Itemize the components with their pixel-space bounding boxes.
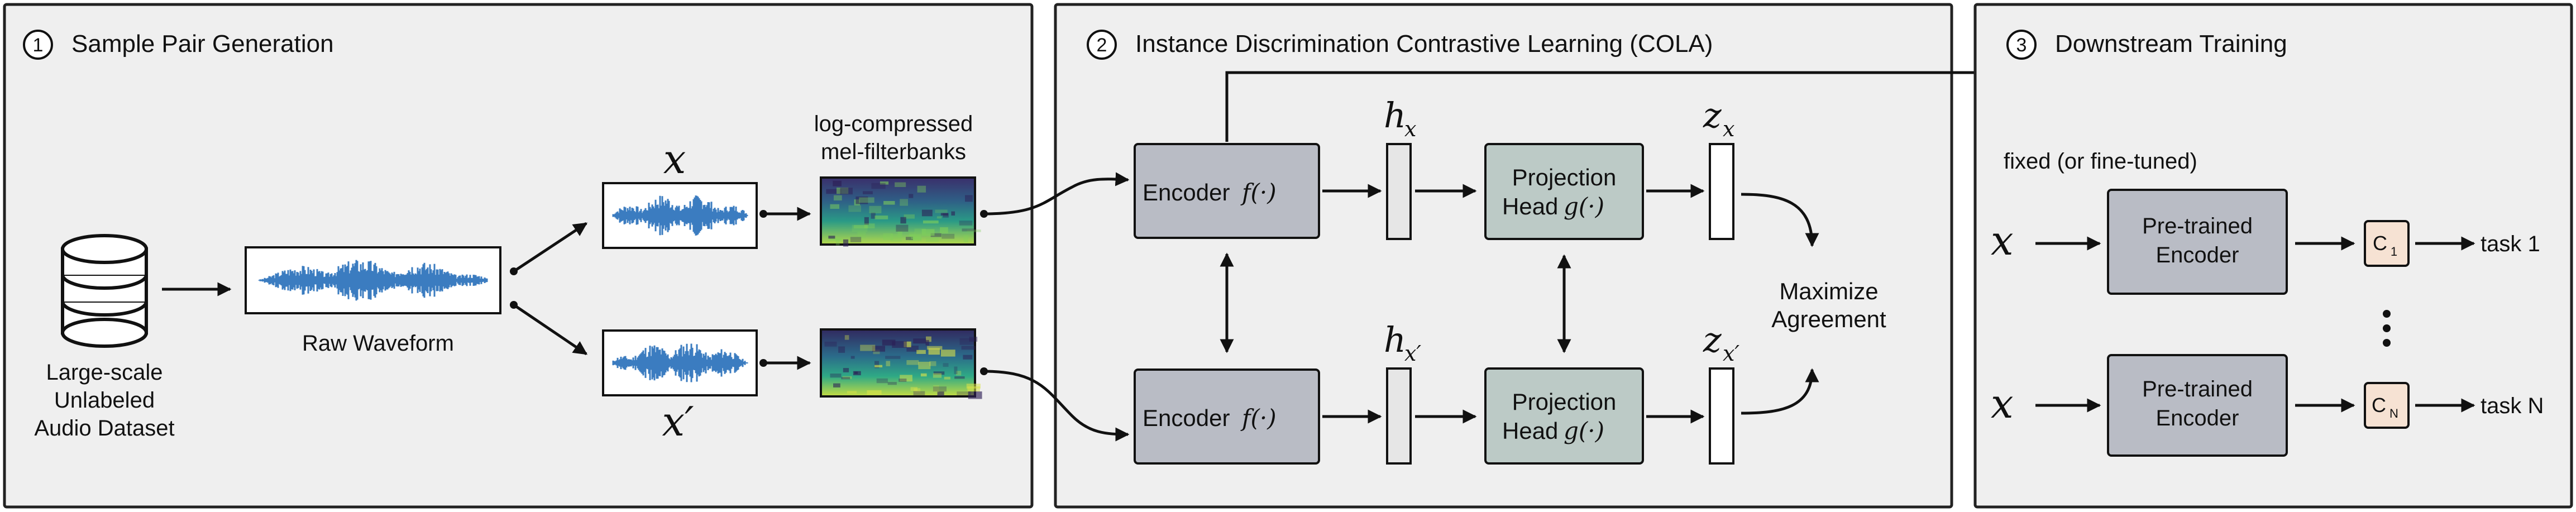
panel-sample-pair-generation: 1 Sample Pair Generation Large-scale Unl… [3, 3, 1034, 509]
task-1-label: task 1 [2481, 232, 2540, 256]
h-x-prime-vector: h x′ [1384, 319, 1421, 465]
spectrogram-icon [820, 176, 981, 247]
svg-text:Pre-trained: Pre-trained [2142, 377, 2253, 401]
svg-text:z: z [1703, 319, 1722, 360]
svg-text:Encoder: Encoder [1143, 405, 1230, 431]
pretrained-encoder-bottom: Pre-trained Encoder [2107, 354, 2288, 457]
step-number-badge [23, 30, 53, 60]
encoder-top: Encoder f(·) [1134, 143, 1320, 239]
ellipsis-dots [2383, 310, 2391, 347]
h-x-vector: h x [1384, 95, 1416, 240]
step-number-badge [2006, 30, 2037, 60]
svg-text:g(·): g(·) [1564, 417, 1604, 444]
dataset-label-line2: Unlabeled [54, 388, 155, 413]
svg-text:x: x [1723, 117, 1734, 141]
svg-text:x′: x′ [1404, 341, 1421, 366]
input-x-top: x [1991, 217, 2014, 264]
step-number-badge [1087, 30, 1117, 60]
step-number: 1 [33, 35, 44, 56]
encoder-bottom: Encoder f(·) [1134, 369, 1320, 465]
svg-text:N: N [2389, 406, 2398, 420]
svg-text:Head: Head [1502, 193, 1558, 219]
svg-text:1: 1 [2391, 245, 2397, 259]
dataset-label-line3: Audio Dataset [34, 416, 174, 441]
svg-text:Encoder: Encoder [2156, 243, 2239, 267]
spectrogram-label-line1: log-compressed [814, 112, 973, 136]
panel-contrastive-learning: 2 Instance Discrimination Contrastive Le… [980, 3, 2138, 509]
objective-label-line1: Maximize [1779, 278, 1878, 304]
classifier-1: C 1 [2364, 220, 2410, 267]
spectrogram-x-prime [820, 328, 982, 399]
svg-text:x: x [1404, 117, 1416, 141]
fixed-label: fixed (or fine-tuned) [2004, 149, 2197, 174]
svg-text:C: C [2373, 232, 2387, 255]
arrow-spectrogram-to-encoder [983, 172, 1130, 216]
waveform-label: Raw Waveform [302, 331, 454, 356]
spectrogram-label-line2: mel-filterbanks [821, 140, 966, 164]
task-n-label: task N [2481, 394, 2544, 418]
svg-text:Encoder: Encoder [2156, 406, 2239, 430]
step-number: 3 [2016, 35, 2027, 56]
waveform-icon [258, 260, 488, 301]
z-x-prime-vector: z x′ [1703, 319, 1739, 465]
svg-text:z: z [1703, 95, 1722, 136]
arrow-spectrogram-to-encoder-prime [983, 370, 1130, 442]
arrow-z-prime-to-objective [1741, 368, 1819, 415]
arrow-z-to-objective [1741, 193, 1819, 247]
arrow-to-x [513, 222, 588, 273]
svg-text:Pre-trained: Pre-trained [2142, 214, 2253, 238]
svg-text:Encoder: Encoder [1143, 179, 1230, 205]
projection-head-top: Projection Head g(·) [1484, 143, 1644, 240]
panel-title: Downstream Training [2055, 30, 2287, 58]
dataset-label-line1: Large-scale [46, 360, 163, 385]
svg-text:Projection: Projection [1512, 389, 1617, 415]
svg-text:h: h [1384, 319, 1406, 360]
step-number: 2 [1097, 35, 1107, 56]
svg-text:g(·): g(·) [1564, 193, 1604, 220]
panel-title: Sample Pair Generation [71, 30, 334, 58]
svg-text:f(·): f(·) [1240, 179, 1277, 206]
svg-text:x′: x′ [1723, 341, 1739, 366]
svg-text:h: h [1384, 95, 1406, 136]
objective-label-line2: Agreement [1771, 306, 1886, 332]
z-x-vector: z x [1703, 95, 1734, 240]
x-waveform [612, 195, 748, 236]
x-label: x [663, 136, 686, 183]
arrow-to-x-prime [513, 303, 588, 356]
x-prime-label: x′ [662, 398, 694, 445]
raw-waveform [245, 246, 501, 314]
classifier-n: C N [2364, 382, 2410, 429]
svg-text:Head: Head [1502, 418, 1558, 444]
panel-downstream-training: 3 Downstream Training fixed (or fine-tun… [1973, 3, 2573, 509]
input-x-bottom: x [1991, 380, 2014, 427]
svg-text:f(·): f(·) [1240, 404, 1277, 432]
x-prime-waveform [612, 343, 748, 382]
panel-title: Instance Discrimination Contrastive Lear… [1135, 30, 1713, 58]
svg-text:Projection: Projection [1512, 164, 1617, 190]
pretrained-encoder-top: Pre-trained Encoder [2107, 189, 2288, 295]
svg-text:C: C [2372, 394, 2386, 417]
database-icon [61, 234, 148, 348]
projection-head-bottom: Projection Head g(·) [1484, 367, 1644, 465]
